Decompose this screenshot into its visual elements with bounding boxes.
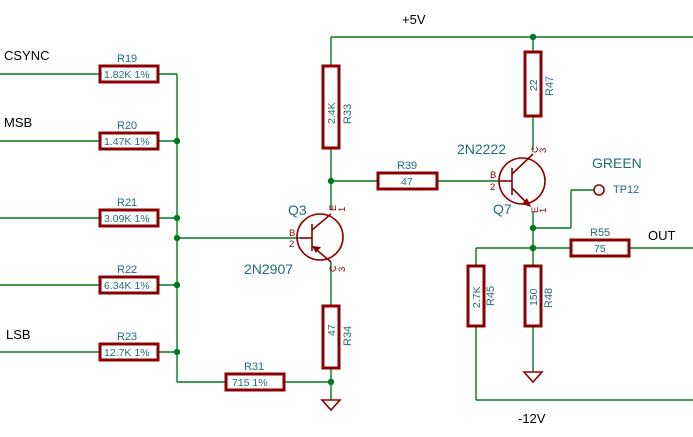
r33-value: 2.4K — [326, 102, 338, 124]
q3-ref: Q3 — [288, 202, 307, 218]
resistor-r20[interactable]: R20 1.47K 1% — [98, 120, 160, 151]
lsb-label: LSB — [6, 327, 31, 342]
resistor-r23[interactable]: R23 12.7K 1% — [98, 331, 160, 362]
q3-pin-b: B — [289, 228, 295, 239]
q7-pin-2: 2 — [490, 182, 495, 193]
r21-ref: R21 — [117, 197, 137, 209]
q7-ref: Q7 — [493, 201, 512, 217]
vee-label: -12V — [518, 411, 546, 426]
q3-part: 2N2907 — [244, 261, 293, 277]
resistor-r55[interactable]: R55 75 — [569, 227, 631, 258]
r47-ref: R47 — [544, 76, 556, 96]
q3-pin-c: C — [328, 265, 339, 272]
csync-label: CSYNC — [4, 48, 50, 63]
r22-value: 6.34K 1% — [104, 280, 150, 292]
ground-symbol-q3 — [320, 399, 342, 412]
r48-ref: R48 — [543, 288, 555, 308]
r20-ref: R20 — [117, 120, 137, 132]
r47-value: 22 — [528, 79, 540, 91]
r34-value: 47 — [326, 324, 338, 336]
resistor-r21[interactable]: R21 3.09K 1% — [98, 197, 160, 228]
q7-pin-e: E — [530, 207, 541, 213]
resistor-r39[interactable]: R39 47 — [376, 160, 439, 191]
test-point-tp12[interactable]: GREEN TP12 — [592, 155, 642, 196]
tp12-name: GREEN — [592, 155, 642, 171]
q3-emitter-arrow — [312, 246, 321, 253]
transistor-q3[interactable]: Q3 2N2907 B 2 E 1 C 3 — [244, 202, 348, 277]
r33-ref: R33 — [342, 104, 354, 124]
r31-ref: R31 — [244, 361, 264, 373]
q3-pin-1: 1 — [337, 207, 348, 212]
q7-pin-b: B — [490, 170, 496, 181]
r48-value: 150 — [528, 288, 540, 306]
msb-label: MSB — [4, 115, 32, 130]
r19-value: 1.82K 1% — [104, 69, 150, 81]
resistor-r22[interactable]: R22 6.34K 1% — [98, 264, 160, 295]
resistor-r33[interactable]: 2.4K R33 — [321, 64, 354, 150]
resistor-r34[interactable]: 47 R34 — [321, 304, 354, 370]
r19-ref: R19 — [117, 53, 137, 65]
r23-ref: R23 — [117, 331, 137, 343]
r22-ref: R22 — [117, 264, 137, 276]
ground-symbol-r48 — [522, 371, 544, 384]
q7-pin-3: 3 — [538, 148, 549, 153]
r31-value: 715 1% — [232, 377, 268, 389]
q7-pin-1: 1 — [538, 208, 549, 213]
resistor-r45[interactable]: 2.7K R45 — [466, 264, 497, 328]
junctions — [173, 33, 537, 386]
resistor-r19[interactable]: R19 1.82K 1% — [98, 53, 160, 84]
out-label: OUT — [648, 228, 676, 243]
resistor-r31[interactable]: R31 715 1% — [224, 361, 286, 392]
resistor-r48[interactable]: 150 R48 — [523, 264, 555, 328]
q7-part: 2N2222 — [457, 141, 506, 157]
r34-ref: R34 — [342, 326, 354, 346]
r55-ref: R55 — [590, 227, 610, 239]
r45-value: 2.7K — [471, 286, 483, 308]
r21-value: 3.09K 1% — [104, 213, 150, 225]
q7-pin-c: C — [530, 146, 541, 153]
r20-value: 1.47K 1% — [104, 136, 150, 148]
q7-emitter-arrow — [522, 198, 531, 207]
q3-pin-2: 2 — [289, 239, 294, 250]
r45-ref: R45 — [485, 286, 497, 306]
r23-value: 12.7K 1% — [104, 347, 150, 359]
vcc-label: +5V — [402, 12, 426, 27]
r39-value: 47 — [401, 176, 413, 188]
transistor-q7[interactable]: 2N2222 Q7 B 2 C 3 E 1 — [457, 141, 549, 217]
resistor-r47[interactable]: 22 R47 — [523, 50, 556, 118]
q3-pin-3: 3 — [337, 267, 348, 272]
r55-value: 75 — [594, 243, 606, 255]
tp12-ref: TP12 — [613, 184, 639, 196]
q3-pin-e: E — [328, 205, 339, 211]
r39-ref: R39 — [397, 160, 417, 172]
